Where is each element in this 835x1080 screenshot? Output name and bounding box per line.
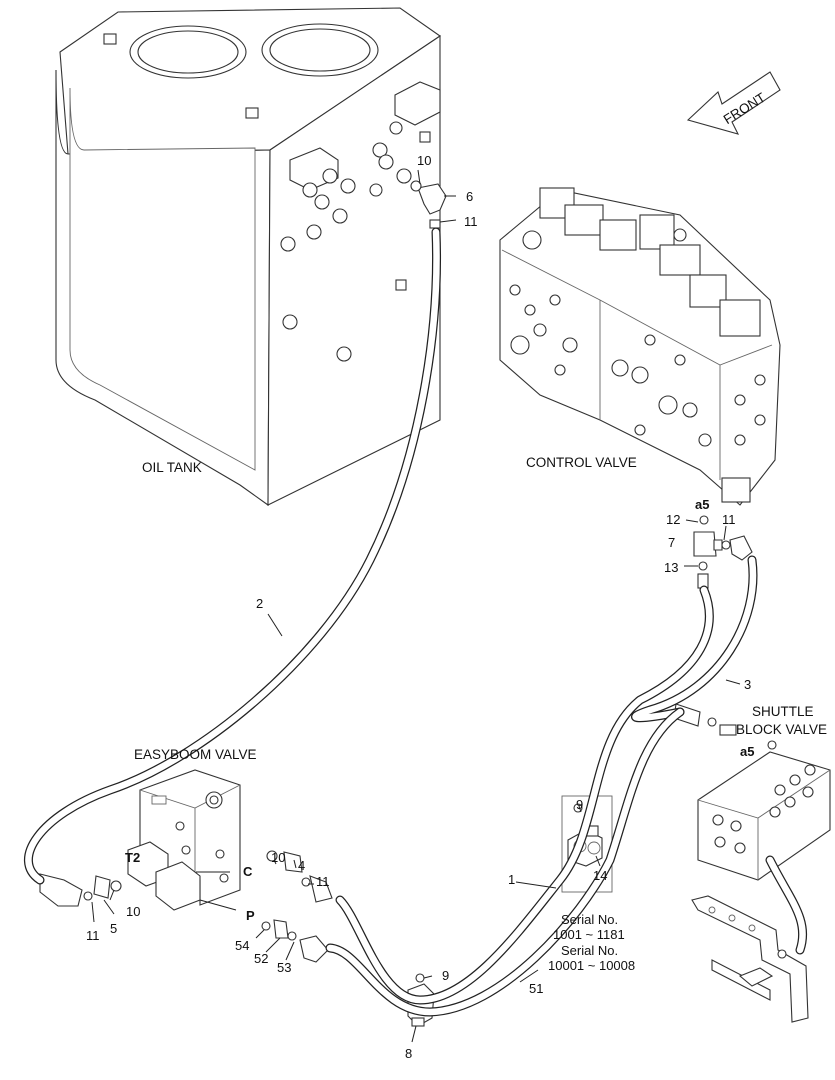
port-p: P (246, 908, 255, 923)
control-valve-spool-caps (522, 187, 761, 337)
port-c: C (243, 864, 253, 879)
oil-tank-label: OIL TANK (142, 460, 202, 475)
oil-tank-drawing (55, 7, 447, 507)
callout-9-clamp: 9 (576, 797, 583, 812)
leader-lines (91, 169, 741, 1043)
hoses (24, 227, 808, 1017)
callout-9-bottom: 9 (442, 968, 449, 983)
shuttle-label-line2: BLOCK VALVE (736, 722, 827, 737)
control-valve-drawing (499, 187, 781, 506)
shuttle-label-line1: SHUTTLE (752, 704, 814, 719)
callout-2: 2 (256, 596, 263, 611)
callout-11-cv: 11 (722, 512, 736, 527)
callout-5: 5 (110, 921, 117, 936)
mounting-bracket-drawing (691, 895, 809, 1023)
callout-14: 14 (593, 868, 607, 883)
callout-12: 12 (666, 512, 680, 527)
control-valve-port-holes (509, 284, 766, 447)
callout-10-tank: 10 (417, 153, 431, 168)
callout-10-t2: 10 (126, 904, 140, 919)
serial-line1: Serial No. (561, 912, 618, 927)
shuttle-block-port-holes (712, 764, 816, 854)
port-a5-shuttle: a5 (740, 744, 754, 759)
callout-54: 54 (235, 938, 249, 953)
port-t2: T2 (125, 850, 140, 865)
port-a5-control: a5 (695, 497, 709, 512)
tee-fitting (693, 515, 753, 589)
callout-8: 8 (405, 1046, 412, 1061)
front-arrow: FRONT (686, 71, 781, 135)
callout-1: 1 (508, 872, 515, 887)
serial-note: Serial No. 1001 ~ 1181 Serial No. 10001 … (548, 912, 635, 973)
callout-7: 7 (668, 535, 675, 550)
shuttle-block-valve-drawing (673, 703, 831, 881)
callout-11-left: 11 (86, 928, 100, 943)
easyboom-valve-drawing (127, 769, 241, 911)
callout-53: 53 (277, 960, 291, 975)
easyboom-valve-label: EASYBOOM VALVE (134, 747, 257, 762)
callout-numbers: 10 6 11 12 11 7 13 2 3 9 14 1 10 4 11 10… (86, 153, 751, 1061)
callout-51: 51 (529, 981, 543, 996)
control-valve-label: CONTROL VALVE (526, 455, 637, 470)
serial-line3: Serial No. (561, 943, 618, 958)
callout-6: 6 (466, 189, 473, 204)
callout-11-tank: 11 (464, 214, 478, 229)
callout-11-c: 11 (316, 874, 330, 889)
tank-port-bosses (280, 121, 431, 362)
serial-line4: 10001 ~ 10008 (548, 958, 635, 973)
callout-52: 52 (254, 951, 268, 966)
callout-13: 13 (664, 560, 678, 575)
callout-10-c: 10 (271, 850, 285, 865)
easyboom-fittings (39, 850, 333, 963)
callout-3: 3 (744, 677, 751, 692)
callout-4: 4 (298, 858, 305, 873)
serial-line2: 1001 ~ 1181 (553, 927, 625, 942)
